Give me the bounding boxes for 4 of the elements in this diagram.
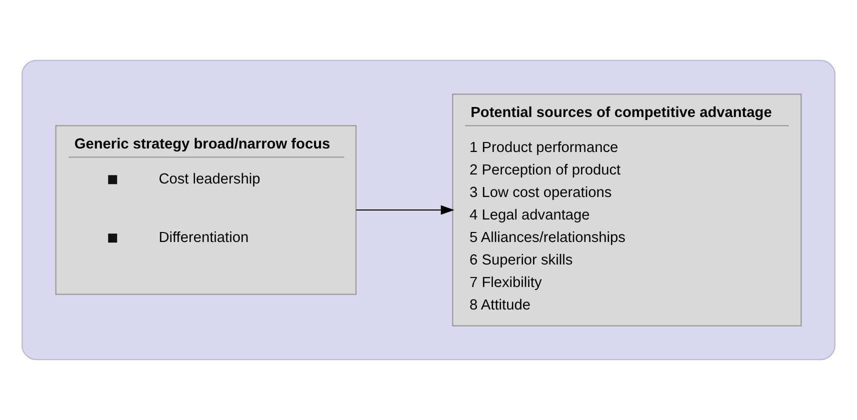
node-box: Generic strategy broad/narrow focus Cost leadership Differentiation: [55, 125, 357, 295]
cluster: [22, 60, 836, 360]
node-box: Potential sources of competitive advantage 1 Product performance 2 Perception of product 3 Low cost operations 4 Legal advantage 5 Alliances/relationships 6 Superior skills 7 Flexibility 8 Attitude: [452, 94, 802, 326]
arrow: [356, 205, 454, 215]
